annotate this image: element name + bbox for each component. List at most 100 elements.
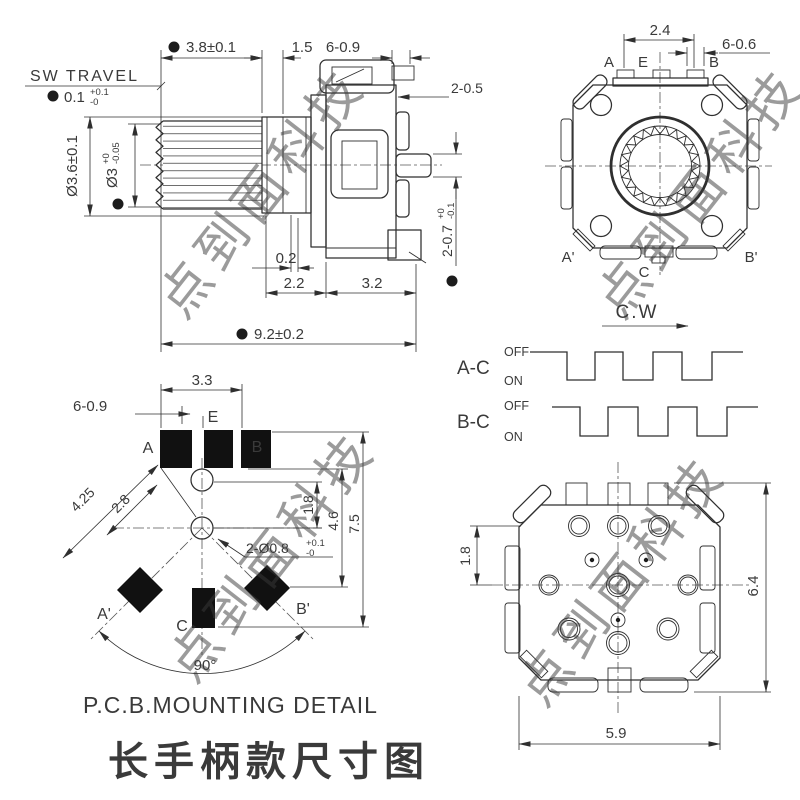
ac-square-wave — [530, 351, 743, 381]
bv-right-clip-lower — [699, 602, 716, 654]
bv-corner-clip-tl — [512, 484, 552, 524]
dim-2-2-text: 2.2 — [284, 275, 305, 292]
top-pin-label-b: B — [709, 54, 719, 71]
pad-a2 — [117, 567, 163, 613]
dim-knurl-dia: Ø3.6±0.1 — [64, 116, 264, 217]
bv-corner-clip-tr — [685, 484, 725, 524]
top-tab — [391, 65, 415, 81]
corner-mark-bl — [572, 228, 596, 252]
right-clip-upper — [747, 118, 760, 162]
dim-bv-width: 5.9 — [518, 696, 721, 750]
bv-corner-mark-br — [689, 649, 719, 679]
bv-holes — [538, 515, 699, 655]
dim-bv-hole-offset-text: 1.8 — [457, 546, 473, 566]
bv-corner-mark-bl — [519, 649, 549, 679]
shaft-collar — [261, 116, 312, 214]
pcb-detail-title: P.C.B.MOUNTING DETAIL — [83, 692, 378, 718]
corner-hole — [700, 93, 724, 117]
top-pin-label-a2: A' — [562, 249, 575, 266]
dim-pin-width: 6-0.6 — [668, 36, 770, 66]
sw-travel-value: 0.1 — [64, 89, 85, 106]
pcb-label-b: B — [252, 439, 263, 456]
bottom-view-tab-1 — [565, 482, 588, 506]
bottom-view: 1.8 6.4 5.9 — [457, 462, 771, 750]
dim-shaft-dia: Ø3 +0 -0.05 — [101, 123, 161, 210]
knob-knurl-ring — [619, 125, 701, 207]
pcb-label-a: A — [143, 440, 154, 457]
top-pin-label-c: C — [639, 264, 650, 281]
dim-pad-span-text: 3.3 — [192, 372, 213, 389]
dim-mount-holes-value: 2-Ø0.8 — [246, 540, 289, 556]
watermark-bottom-left: 点到面科技 — [158, 421, 388, 693]
dim-pin-width-top: 6-0.9 — [326, 39, 430, 64]
pin-c-stem — [651, 256, 666, 264]
dim-3-2-text: 3.2 — [362, 275, 383, 292]
dim-4-6-text: 4.6 — [325, 511, 341, 531]
dim-pin-pitch-text: 2.4 — [650, 22, 671, 39]
dim-diag-outer: 4.25 — [62, 464, 197, 559]
dim-shaft-dia-tol-dn: -0.05 — [111, 142, 122, 164]
right-clip-lower — [747, 166, 760, 210]
channel-bc-label: B-C — [457, 412, 490, 433]
pin-b-tab — [686, 69, 705, 79]
dim-pin-thickness-tol-dn: -0.1 — [446, 203, 457, 219]
pin-e-tab — [652, 69, 671, 79]
bv-left-clip-upper — [504, 545, 521, 591]
corner-hole — [589, 93, 613, 117]
pad-e — [204, 430, 233, 468]
encoder-body-side — [310, 59, 432, 264]
dim-4-6: 4.6 — [248, 468, 348, 588]
dim-shaft-dia-tol-up: +0 — [101, 153, 112, 164]
bc-off-label: OFF — [504, 399, 529, 413]
dim-tab-thickness-text: 2-0.5 — [451, 80, 483, 96]
dim-collar-width-text: 1.5 — [292, 39, 313, 56]
dim-0-2: 0.2 — [252, 215, 314, 272]
dim-pad-width: 6-0.9 — [73, 398, 191, 424]
bv-foot-left — [547, 677, 599, 693]
knurled-shaft — [155, 120, 262, 210]
bv-bottom-tab — [607, 667, 632, 693]
bv-foot-right — [639, 677, 689, 693]
ac-on-label: ON — [504, 374, 523, 388]
dim-total-length-text: 9.2±0.2 — [254, 326, 304, 343]
sw-travel-tol-dn: -0 — [90, 97, 98, 108]
pcb-label-c: C — [176, 618, 188, 635]
dim-angle: 90° — [98, 630, 306, 674]
pad-b — [241, 430, 271, 468]
dim-7-5-text: 7.5 — [346, 514, 362, 534]
dim-tab-thickness: 2-0.5 — [397, 80, 483, 100]
pad-c — [192, 588, 215, 628]
bottom-foot-left — [599, 245, 642, 260]
center-pin — [395, 153, 432, 178]
knob-top — [609, 115, 711, 217]
dim-hole-pitch-text: 1.8 — [300, 495, 316, 515]
dim-bv-hole-offset: 1.8 — [457, 525, 521, 586]
pad-a — [160, 430, 192, 468]
bottom-clip — [387, 229, 422, 261]
dim-bv-height: 6.4 — [674, 482, 771, 693]
dim-hole-pitch: 1.8 — [214, 481, 322, 529]
side-pin-lower — [395, 179, 410, 218]
pcb-label-a2: A' — [97, 606, 111, 623]
corner-clip-tr — [712, 74, 748, 110]
mount-hole-1 — [190, 468, 214, 492]
dim-knurl-dia-text: Ø3.6±0.1 — [64, 135, 81, 197]
dim-bv-width-text: 5.9 — [606, 725, 627, 742]
pcb-label-e: E — [208, 409, 219, 426]
top-pin-label-b2: B' — [745, 249, 758, 266]
pcb-mounting-detail: A E B A' B' C 3.3 6-0.9 1.8 4.6 7.5 — [62, 372, 369, 674]
pin-a-tab — [616, 69, 635, 79]
channel-ac-label: A-C — [457, 358, 490, 379]
bc-on-label: ON — [504, 430, 523, 444]
dim-mount-holes-tol-dn: -0 — [306, 548, 314, 559]
body-window — [330, 129, 389, 199]
sw-travel-label: SW TRAVEL — [30, 68, 139, 85]
sw-travel-callout: SW TRAVEL 0.1 +0.1 -0 — [25, 68, 166, 108]
dim-total-length: 9.2±0.2 — [160, 326, 417, 347]
side-pin-upper — [395, 111, 410, 151]
dim-pin-thickness-value: 2-0.7 — [439, 225, 455, 257]
left-clip-lower — [560, 166, 573, 210]
side-view: SW TRAVEL 0.1 +0.1 -0 3.8±0.1 1.5 6-0.9 … — [25, 39, 483, 352]
